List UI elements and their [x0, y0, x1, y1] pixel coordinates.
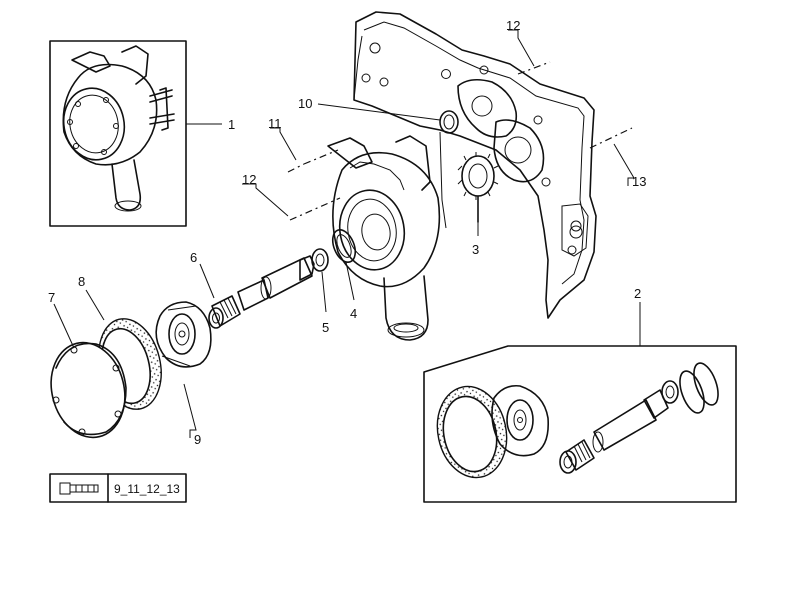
bolt-icon — [59, 482, 99, 495]
callout-6: 6 — [190, 250, 197, 265]
callout-9: 9 — [194, 432, 201, 447]
callout-4: 4 — [350, 306, 357, 321]
reference-table-label: 9_11_12_13 — [114, 482, 180, 496]
callout-3: 3 — [472, 242, 479, 257]
spring-seal-6 — [208, 295, 241, 329]
o-ring-10 — [439, 110, 459, 134]
callout-2: 2 — [634, 286, 641, 301]
pump-shaft — [237, 255, 315, 311]
callout-10: 10 — [298, 96, 312, 111]
timing-cover-housing — [353, 11, 597, 319]
callout-5: 5 — [322, 320, 329, 335]
cover-plate-7 — [50, 341, 127, 439]
pump-housing — [327, 135, 441, 341]
washer-5 — [311, 248, 329, 272]
callout-12a: 12 — [242, 172, 256, 187]
inset-repair-kit: 2 — [423, 286, 737, 503]
callout-1: 1 — [228, 117, 235, 132]
drive-gear — [457, 152, 499, 223]
callout-7: 7 — [48, 290, 55, 305]
assembled-pump-drawing — [62, 45, 175, 212]
callout-12b: 12 — [506, 18, 520, 33]
callout-11: 11 — [268, 116, 282, 131]
callout-13: 13 — [632, 174, 646, 189]
seal-ring-4 — [331, 228, 357, 264]
callout-8: 8 — [78, 274, 85, 289]
inset-assembled-pump — [49, 40, 187, 227]
reference-table: 9_11_12_13 — [49, 473, 187, 503]
impeller-plate — [155, 301, 212, 368]
